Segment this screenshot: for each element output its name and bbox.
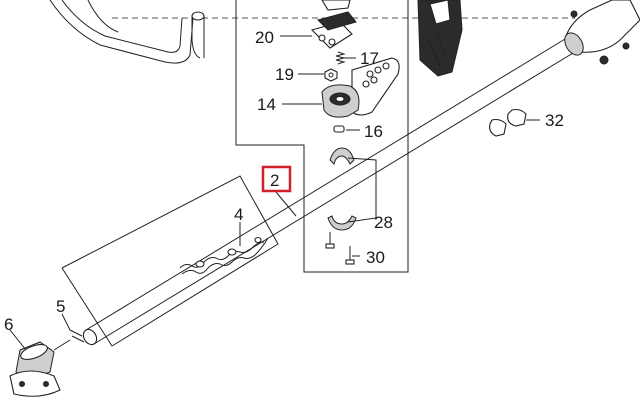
part-30-screws (325, 232, 355, 265)
shoulder-strap-bracket (417, 0, 463, 77)
handle-end-cap (191, 11, 205, 21)
handle-assembly-box (235, 0, 409, 273)
part-5-shaft-end (69, 329, 85, 343)
callout-17[interactable]: 17 (360, 49, 379, 68)
callout-bracket-28 (347, 157, 377, 223)
part-17-spring (335, 51, 346, 65)
callout-16[interactable]: 16 (364, 122, 383, 141)
part-20-handle-cap (310, 0, 357, 49)
part-16-pin (333, 125, 345, 133)
callout-2-highlight-box (261, 165, 292, 193)
part-28-upper-clamp (329, 147, 355, 165)
part-28-lower-clamp (327, 215, 357, 231)
engine-coupling (564, 0, 640, 65)
part-6-gearhead (9, 339, 71, 397)
handle-bar (49, 0, 205, 64)
part-4-box (61, 175, 279, 347)
callout-2[interactable]: 2 (270, 171, 279, 190)
callout-14[interactable]: 14 (257, 95, 276, 114)
callout-32[interactable]: 32 (545, 111, 564, 130)
leader-lines (9, 35, 540, 351)
callout-4[interactable]: 4 (234, 205, 243, 224)
drive-shaft-tube (82, 35, 579, 346)
callout-19[interactable]: 19 (275, 65, 294, 84)
adjuster-plate (351, 57, 400, 116)
callout-30[interactable]: 30 (366, 248, 385, 267)
part-14-handle-body (321, 84, 360, 118)
callout-labels: 20 17 19 14 16 32 2 4 28 30 5 6 (4, 28, 564, 334)
callout-5[interactable]: 5 (56, 297, 65, 316)
part-19-nut (324, 68, 338, 82)
part-4-drive-liner (179, 236, 269, 275)
callout-20[interactable]: 20 (255, 28, 274, 47)
callout-6[interactable]: 6 (4, 315, 13, 334)
part-32-clip (489, 108, 527, 137)
callout-28[interactable]: 28 (374, 213, 393, 232)
